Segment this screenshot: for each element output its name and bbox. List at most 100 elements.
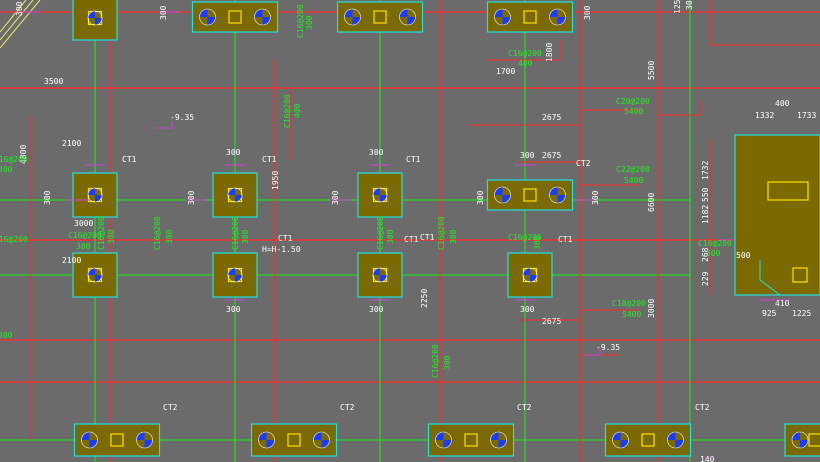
pile-cap-double[interactable] bbox=[486, 1, 574, 33]
pile-quadrant bbox=[373, 268, 380, 275]
pile-circle bbox=[344, 8, 361, 26]
pile-quadrant bbox=[136, 432, 145, 440]
dim-text: 300 bbox=[369, 148, 384, 157]
pile-circle bbox=[494, 8, 511, 26]
dim-text: 1700 bbox=[496, 67, 515, 76]
dim-text: 2675 bbox=[542, 317, 561, 326]
dim-text: 125 bbox=[673, 0, 682, 14]
pile-quadrant bbox=[373, 188, 380, 195]
dim-text: 300 bbox=[159, 5, 168, 20]
dimension-ticks bbox=[20, 11, 790, 459]
rebar-label: 300 bbox=[305, 15, 314, 30]
rebar-label: C16@200 bbox=[431, 344, 440, 378]
dim-text: 268 bbox=[701, 247, 710, 262]
pile-cap-double[interactable] bbox=[604, 423, 692, 457]
rebar-label: 300 bbox=[107, 229, 116, 244]
dim-text: 2675 bbox=[542, 151, 561, 160]
column-square bbox=[641, 433, 655, 447]
dim-text: 6600 bbox=[647, 193, 656, 212]
pile-circle bbox=[227, 267, 243, 283]
dim-text: 2100 bbox=[62, 256, 81, 265]
pile-cap-single[interactable] bbox=[212, 252, 258, 298]
dim-text: 300 bbox=[520, 305, 535, 314]
dim-text: 300 bbox=[15, 1, 24, 16]
pile-quadrant bbox=[380, 195, 387, 202]
pile-cap-single[interactable] bbox=[72, 0, 118, 41]
pile-quadrant bbox=[88, 11, 95, 18]
pile-circle bbox=[522, 267, 538, 283]
column-square bbox=[373, 10, 387, 24]
dim-text: 2100 bbox=[62, 139, 81, 148]
rebar-label: C16@200 bbox=[376, 216, 385, 250]
pile-cap-single[interactable] bbox=[357, 172, 403, 218]
rebar-label: 400 bbox=[293, 103, 302, 118]
dim-text: 925 bbox=[762, 309, 777, 318]
pile-cap-double[interactable] bbox=[250, 423, 338, 457]
rebar-label: 300 bbox=[76, 242, 91, 251]
dim-text: 410 bbox=[775, 299, 790, 308]
rebar-label: C16@200 bbox=[437, 216, 446, 250]
pile-cap-double[interactable] bbox=[191, 1, 279, 33]
cap-label: CT1 bbox=[420, 233, 435, 242]
dim-text: 300 bbox=[685, 0, 694, 10]
rebar-label: C16@200 bbox=[68, 231, 102, 240]
pile-circle bbox=[227, 187, 243, 203]
pile-quadrant bbox=[675, 440, 684, 448]
pile-quadrant bbox=[228, 268, 235, 275]
dim-text: 300 bbox=[187, 190, 196, 205]
pile-cap-double[interactable] bbox=[427, 423, 515, 457]
dimension-text: 300 300 300 3500 2100 4800 300 3000 2100… bbox=[15, 0, 816, 462]
pile-cap-single[interactable] bbox=[72, 252, 118, 298]
cap-label: CT2 bbox=[576, 159, 591, 168]
pile-cap-single[interactable] bbox=[507, 252, 553, 298]
pile-cap-double[interactable] bbox=[73, 423, 161, 457]
component-labels: CT1 CT1 CT1 CT2 CT1 CT1 CT1 CT1 CT2 CT2 … bbox=[122, 113, 710, 412]
pile-circle bbox=[490, 431, 507, 449]
rebar-label: C16@200 bbox=[231, 216, 240, 250]
dim-text: 300 bbox=[591, 190, 600, 205]
pile-cap-single[interactable] bbox=[212, 172, 258, 218]
pile-quadrant bbox=[800, 440, 808, 448]
pile-circle bbox=[87, 267, 103, 283]
rebar-label: C16@200 bbox=[283, 94, 292, 128]
column-square bbox=[110, 433, 124, 447]
column-square bbox=[287, 433, 301, 447]
dim-text: 2250 bbox=[420, 289, 429, 308]
pile-quadrant bbox=[199, 9, 208, 17]
column-square bbox=[464, 433, 478, 447]
pile-quadrant bbox=[523, 268, 530, 275]
pile-cap-large-right[interactable] bbox=[734, 134, 820, 296]
dim-text: 140 bbox=[700, 455, 715, 462]
pile-quadrant bbox=[530, 275, 537, 282]
pile-circle bbox=[612, 431, 629, 449]
rebar-label: 300 bbox=[706, 249, 721, 258]
pile-circle bbox=[791, 431, 809, 449]
red-leader-lines bbox=[29, 40, 820, 440]
rebar-text: C16@200 300 C16@200 400 C16@200 400 C20@… bbox=[0, 4, 732, 378]
pile-quadrant bbox=[235, 195, 242, 202]
column-square bbox=[808, 433, 820, 447]
column-square bbox=[523, 10, 537, 24]
cap-label: CT2 bbox=[517, 403, 532, 412]
pile-quadrant bbox=[207, 17, 216, 25]
rebar-label: 300 bbox=[165, 229, 174, 244]
pile-cap-single[interactable] bbox=[357, 252, 403, 298]
pile-circle bbox=[435, 431, 452, 449]
pile-cap-double[interactable] bbox=[336, 1, 424, 33]
pile-cap-double[interactable] bbox=[486, 179, 574, 211]
level-mark: -9.35 bbox=[170, 113, 194, 122]
cap-label: CT1 bbox=[406, 155, 421, 164]
pile-quadrant bbox=[258, 432, 267, 440]
rebar-label: C16@200 bbox=[0, 155, 28, 164]
rebar-label: 300 bbox=[0, 165, 13, 174]
pile-circle bbox=[667, 431, 684, 449]
pile-quadrant bbox=[144, 440, 153, 448]
pile-circle bbox=[372, 187, 388, 203]
dim-text: 1950 bbox=[271, 171, 280, 190]
pile-circle bbox=[199, 8, 216, 26]
pile-cap-double[interactable] bbox=[784, 423, 820, 457]
pile-circle bbox=[549, 186, 566, 204]
pile-cap-single[interactable] bbox=[72, 172, 118, 218]
